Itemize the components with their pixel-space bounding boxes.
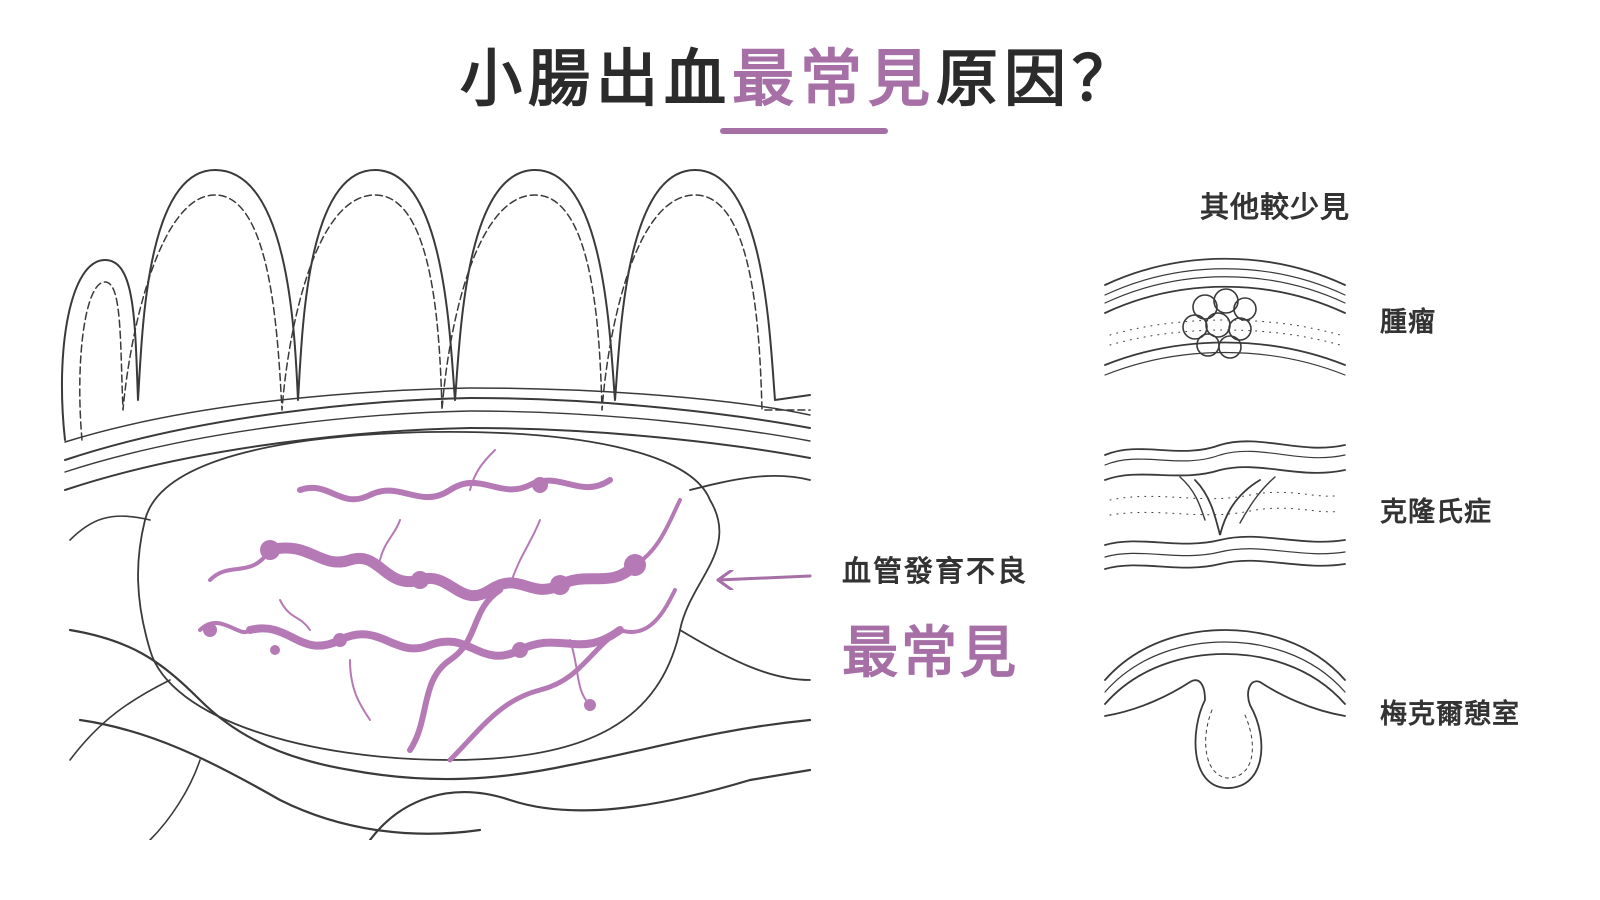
page-title: 小腸出血最常見原因？: [0, 28, 1600, 118]
background-vessel-7: [69, 679, 171, 761]
main-cause-label: 血管發育不良: [842, 554, 1029, 588]
ulcer-fissure: [1194, 479, 1261, 536]
main-cause-accent: 最常見: [842, 621, 1019, 686]
small-branches: [279, 449, 591, 721]
pointer-arrow-icon: [716, 570, 812, 590]
vessel-bulge: [260, 540, 280, 560]
background-vessel-5: [689, 475, 811, 491]
side-heading: 其他較少見: [1200, 190, 1351, 224]
lesion-boundary: [137, 430, 721, 761]
ulcer-edge: [1179, 476, 1276, 524]
vessel-bulge: [550, 575, 570, 595]
mucosa-band-1: [64, 397, 811, 461]
villi-base-line: [64, 387, 811, 443]
background-vessel-3: [368, 768, 812, 840]
mucosa-band-3: [64, 427, 811, 491]
side-item-tumor: 腫瘤: [1380, 307, 1436, 338]
title-accent: 最常見: [731, 42, 936, 115]
dilated-vessel-drain-2: [447, 627, 623, 763]
vessel-bulge: [203, 623, 217, 637]
dilated-vessel-left: [198, 548, 272, 634]
background-vessel-6: [69, 515, 151, 541]
mucosa-band-2: [64, 410, 811, 473]
vessel-bulge: [333, 633, 347, 647]
vessel-bulge: [584, 699, 596, 711]
title-part-3: 原因？: [936, 42, 1141, 115]
angiodysplasia-illustration: [60, 169, 812, 840]
tumor-illustration: [1104, 257, 1346, 376]
dilated-vessel-upper: [297, 477, 613, 503]
villi-outer-outline: [60, 169, 811, 441]
title-underline: [720, 128, 888, 134]
side-item-crohns: 克隆氏症: [1380, 497, 1492, 528]
background-vessel-4: [679, 629, 811, 681]
title-part-1: 小腸出血: [459, 42, 732, 115]
diverticulum-sac: [1104, 679, 1346, 789]
dilated-vessel-main: [264, 542, 641, 602]
meckels-illustration: [1104, 629, 1346, 789]
vessel-bulge: [270, 645, 280, 655]
tumor-mass: [1182, 288, 1257, 359]
vessel-bulge: [624, 554, 646, 576]
crohns-illustration: [1104, 440, 1346, 570]
vessel-bulge: [512, 642, 528, 658]
villi-inner-outline: [79, 194, 811, 441]
vessel-bulge: [411, 571, 429, 589]
background-vessel-1: [68, 628, 812, 781]
background-vessel-2: [78, 718, 482, 835]
dilated-vessel-drain: [407, 587, 503, 753]
vessel-bulge: [532, 477, 548, 493]
dilated-vessel-lower: [246, 624, 624, 660]
background-vessel-8: [149, 759, 201, 840]
side-item-meckels: 梅克爾憩室: [1380, 699, 1520, 730]
